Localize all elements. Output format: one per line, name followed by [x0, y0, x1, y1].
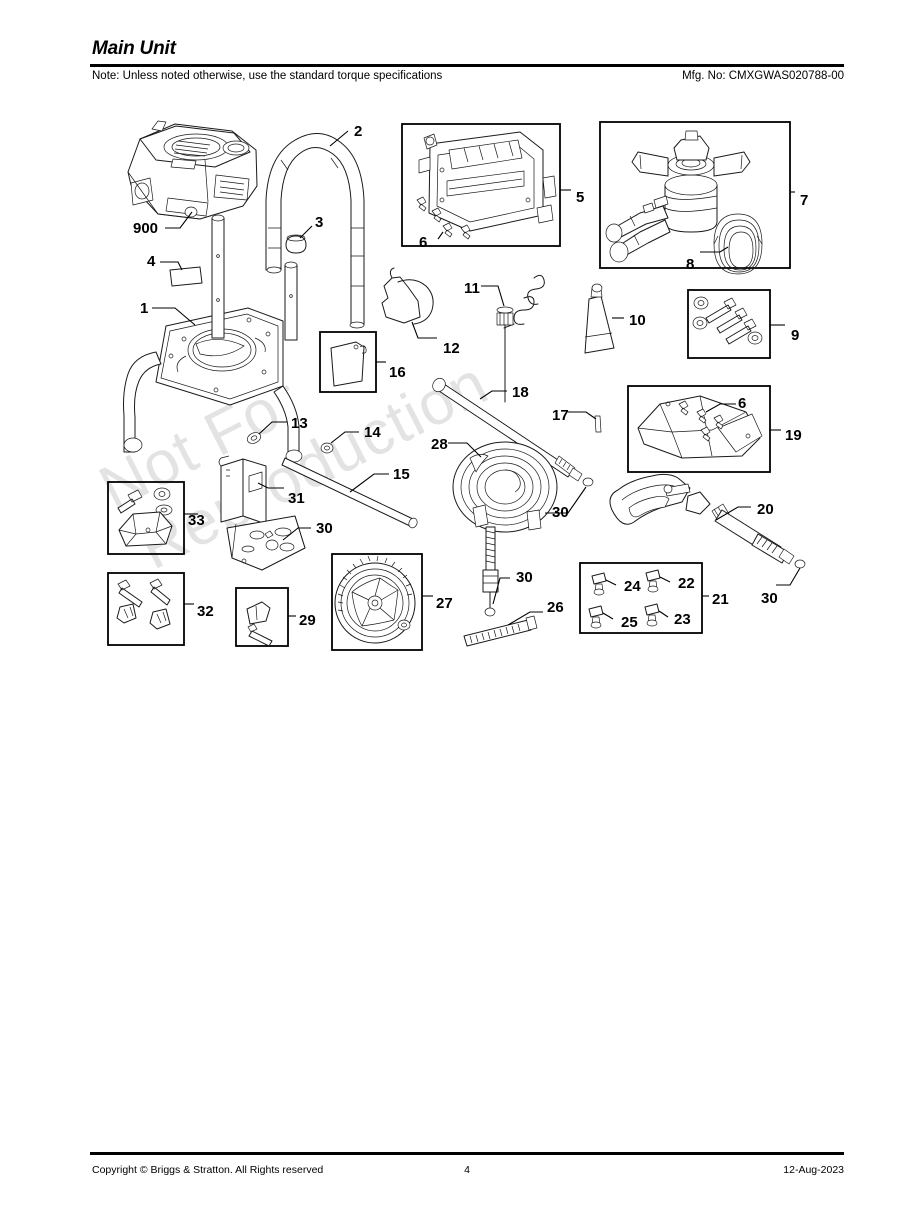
callout-27: 27 [436, 595, 453, 612]
part-30-parts-bag [226, 515, 311, 571]
callout-16: 16 [389, 364, 406, 381]
callout-11: 11 [464, 280, 480, 297]
callout-28: 28 [431, 436, 448, 453]
footer-date: 12-Aug-2023 [783, 1164, 844, 1176]
part-13-washer [246, 421, 287, 444]
callout-25: 25 [621, 614, 638, 631]
callout-29: 29 [299, 612, 316, 629]
part-21-nozzles-box [579, 562, 709, 634]
mfg-number: Mfg. No: CMXGWAS020788-00 [682, 70, 844, 82]
part-32-hardware-box [107, 572, 194, 646]
part-16-plate-box [319, 331, 386, 393]
callout-20: 20 [757, 501, 774, 518]
callout-30: 30 [516, 569, 533, 586]
header-note-row: Note: Unless noted otherwise, use the st… [90, 67, 844, 82]
part-9-hardware-box [687, 289, 785, 359]
part-19-cover-box [627, 385, 781, 473]
callout-10: 10 [629, 312, 646, 329]
part-12-wire-bracket [381, 267, 437, 339]
torque-note: Note: Unless noted otherwise, use the st… [92, 70, 443, 82]
footer-rule-thick [90, 1152, 844, 1155]
nozzle-22 [645, 569, 671, 593]
part-20-spray-gun [609, 473, 806, 586]
callout-30: 30 [552, 504, 569, 521]
part-900-engine [127, 120, 258, 229]
part-8-coil [713, 213, 763, 275]
nozzle-23 [644, 603, 669, 627]
callout-19: 19 [785, 427, 802, 444]
part-17-pin [568, 411, 602, 433]
part-31-bracket [218, 455, 284, 525]
part-6-screws-group-a [416, 196, 471, 240]
nozzle-24 [591, 572, 617, 596]
callout-2: 2 [354, 123, 363, 140]
callout-33: 33 [188, 512, 205, 529]
part-5-panel-box [401, 123, 571, 247]
callout-30: 30 [316, 520, 333, 537]
part-28-hose-coil [448, 441, 587, 617]
callout-15: 15 [393, 466, 410, 483]
part-frame-uprights [211, 214, 298, 341]
part-1-base-frame [123, 307, 303, 463]
callout-30: 30 [761, 590, 778, 607]
callout-32: 32 [197, 603, 214, 620]
copyright-text: Copyright © Briggs & Stratton. All Right… [92, 1164, 324, 1176]
callout-21: 21 [712, 591, 729, 608]
callout-8: 8 [686, 256, 695, 273]
part-2-handle [265, 130, 365, 329]
callout-5: 5 [576, 189, 585, 206]
part-15-axle [281, 457, 418, 529]
callout-22: 22 [678, 575, 695, 592]
part-26-strap [463, 611, 543, 647]
callout-18: 18 [512, 384, 529, 401]
part-33-kit-box [107, 481, 198, 555]
part-14-washer [320, 431, 359, 454]
nozzle-25 [588, 605, 614, 629]
callout-1: 1 [140, 300, 149, 317]
part-6-screws-group-b [678, 400, 724, 442]
callout-26: 26 [547, 599, 564, 616]
callout-24: 24 [624, 578, 641, 595]
part-11-spring-rod [481, 274, 545, 403]
page-title: Main Unit [92, 38, 176, 59]
callout-3: 3 [315, 214, 324, 231]
callout-17: 17 [552, 407, 569, 424]
callout-4: 4 [147, 253, 156, 270]
callout-900: 900 [133, 220, 159, 237]
page-header: Main Unit Note: Unless noted otherwise, … [90, 38, 844, 82]
part-4-decal [160, 261, 203, 287]
part-27-wheel-box [331, 553, 433, 651]
part-3-cap [285, 225, 313, 254]
callout-23: 23 [674, 611, 691, 628]
footer-row: Copyright © Briggs & Stratton. All Right… [90, 1155, 844, 1176]
part-10-detergent-wand [584, 283, 624, 354]
callout-14: 14 [364, 424, 381, 441]
callout-7: 7 [800, 192, 809, 209]
page-number: 4 [464, 1164, 470, 1176]
callout-9: 9 [791, 327, 800, 344]
callout-12: 12 [443, 340, 460, 357]
callout-6: 6 [419, 234, 428, 251]
part-29-kit-box [235, 587, 296, 647]
part-7-pump-box [599, 121, 795, 275]
callout-13: 13 [291, 415, 308, 432]
page-footer: Copyright © Briggs & Stratton. All Right… [90, 1148, 844, 1176]
header-rule-thick [90, 64, 844, 67]
callout-31: 31 [288, 490, 305, 507]
callout-6: 6 [738, 395, 747, 412]
